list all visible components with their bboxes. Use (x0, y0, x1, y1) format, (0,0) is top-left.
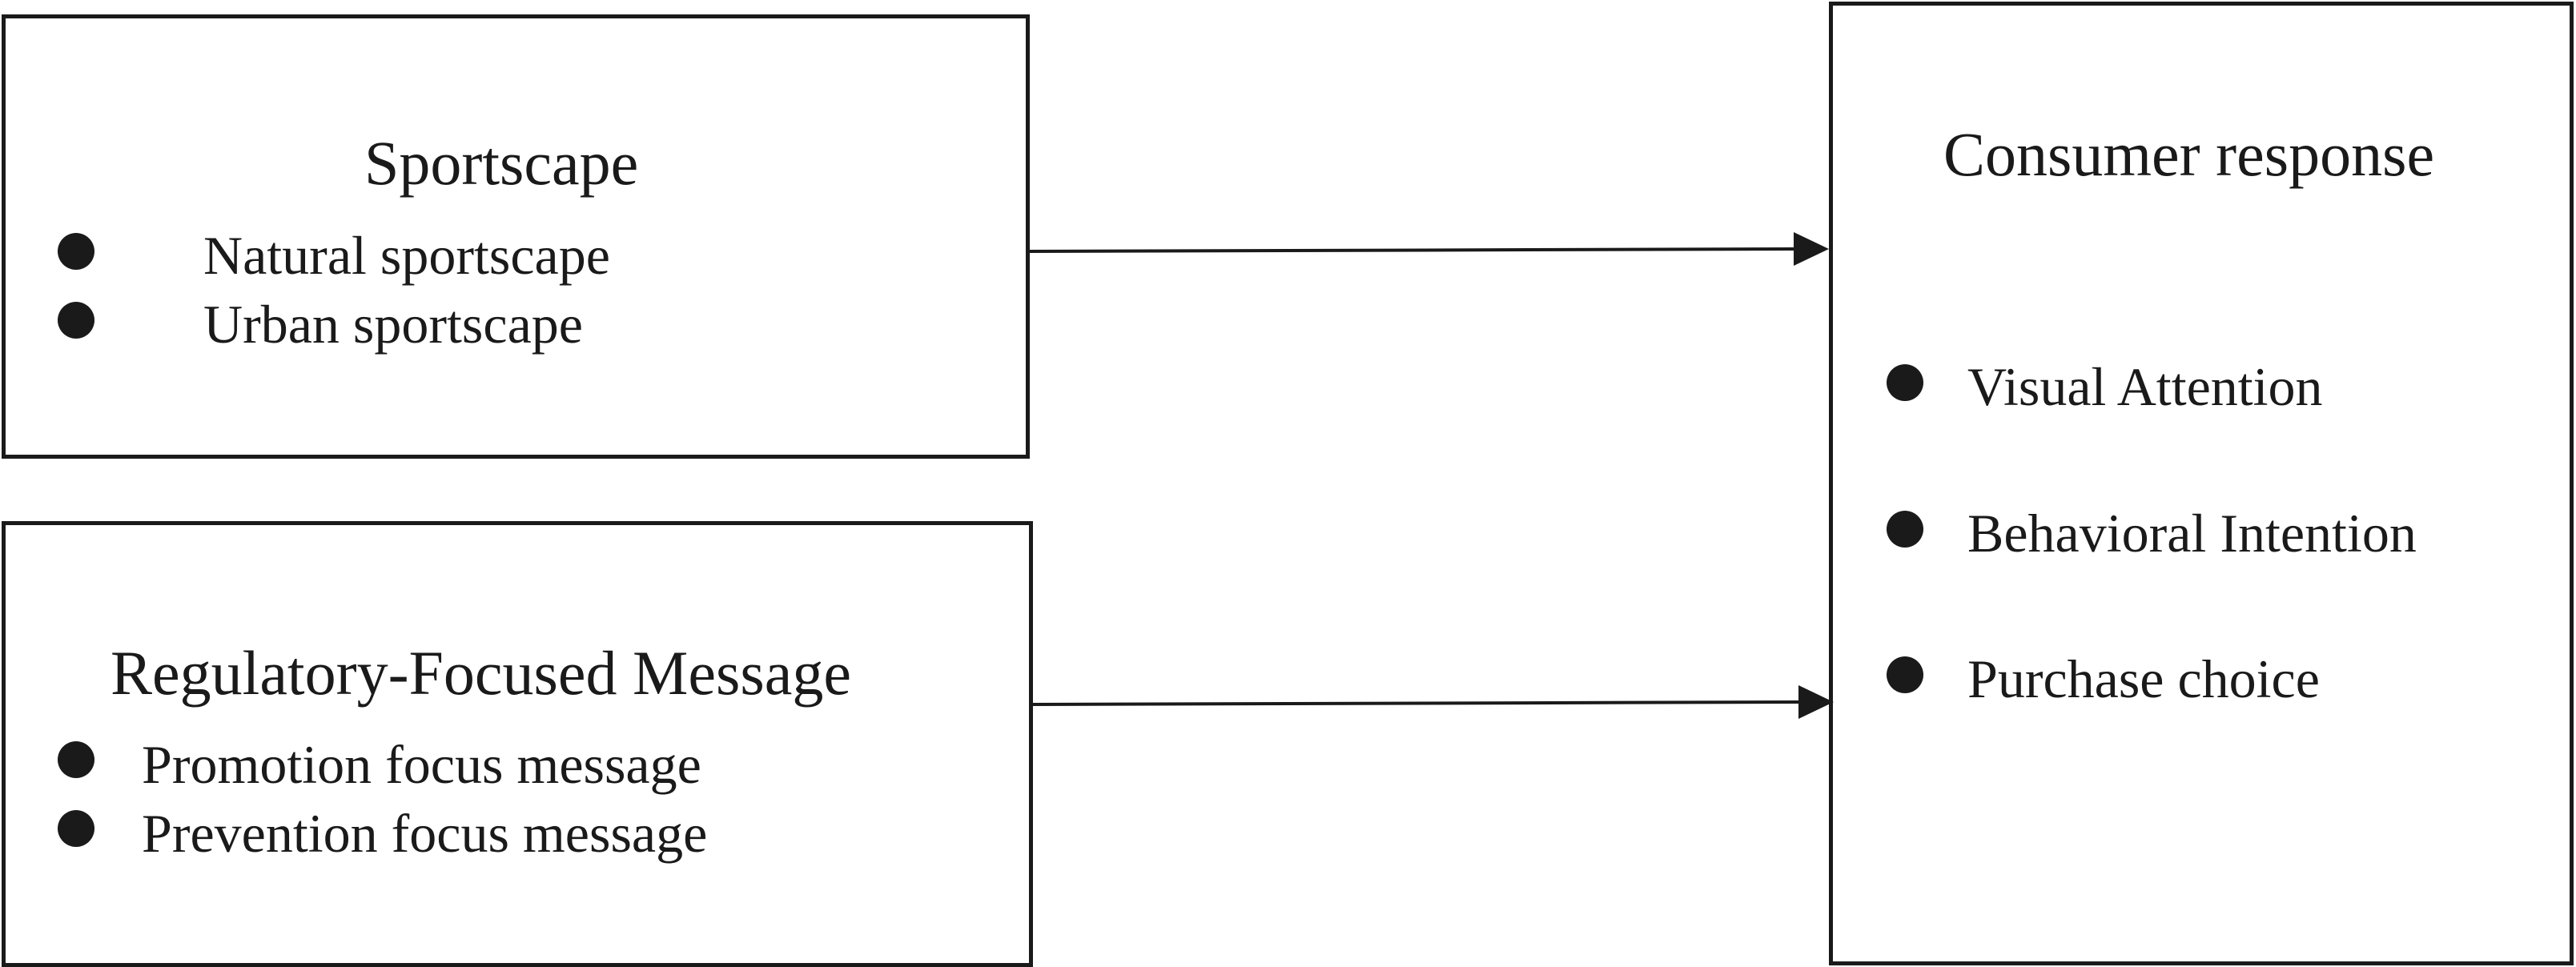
consumer-response-title: Consumer response (1943, 119, 2435, 189)
message-title: Regulatory-Focused Message (111, 638, 851, 708)
sportscape-item-urban: Urban sportscape (203, 294, 583, 355)
arrow-message-to-response (1032, 700, 1799, 706)
bullet-icon (1887, 364, 1923, 401)
message-box: Regulatory-Focused Message Promotion foc… (2, 521, 1033, 967)
consumer-response-box: Consumer response Visual Attention Behav… (1829, 2, 2574, 965)
bullet-icon (58, 810, 94, 847)
bullet-icon (1887, 656, 1923, 693)
bullet-icon (1887, 511, 1923, 548)
bullet-icon (58, 741, 94, 778)
bullet-icon (58, 233, 94, 270)
sportscape-title: Sportscape (364, 128, 639, 198)
response-item-behavioral-intention: Behavioral Intention (1967, 503, 2417, 564)
arrow-sportscape-to-response (1029, 247, 1794, 253)
message-item-prevention: Prevention focus message (142, 803, 708, 864)
message-item-promotion: Promotion focus message (142, 734, 701, 795)
arrowhead-icon (1794, 232, 1829, 266)
sportscape-item-natural: Natural sportscape (203, 225, 610, 286)
response-item-visual-attention: Visual Attention (1967, 356, 2323, 417)
bullet-icon (58, 302, 94, 339)
sportscape-box: Sportscape Natural sportscape Urban spor… (2, 14, 1030, 459)
response-item-purchase-choice: Purchase choice (1967, 648, 2320, 709)
